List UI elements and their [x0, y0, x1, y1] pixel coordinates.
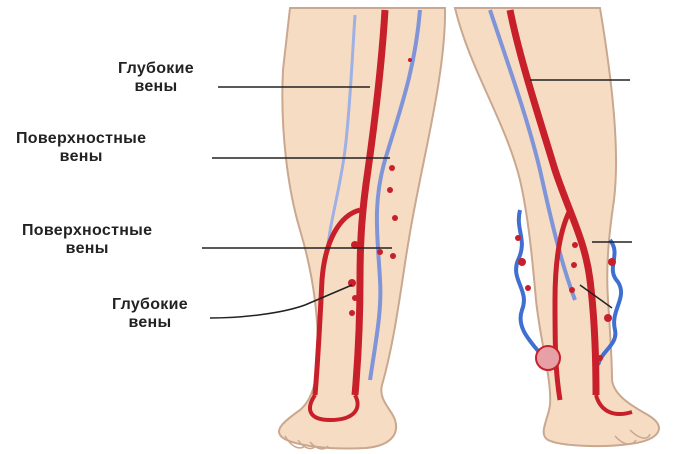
label-line: Глубокие — [112, 296, 188, 314]
right-varicose-knot — [536, 346, 560, 370]
label-superficial-veins-mid: Поверхностные вены — [22, 222, 152, 258]
right-leg — [455, 8, 659, 446]
label-deep-veins-bottom: Глубокие вены — [112, 296, 188, 332]
label-line: Поверхностные — [16, 130, 146, 148]
label-line: вены — [112, 314, 188, 332]
label-line: вены — [16, 148, 146, 166]
left-leg — [279, 8, 445, 449]
label-line: вены — [118, 78, 194, 96]
label-superficial-veins-top: Поверхностные вены — [16, 130, 146, 166]
label-line: Глубокие — [118, 60, 194, 78]
label-deep-veins-top: Глубокие вены — [118, 60, 194, 96]
label-line: Поверхностные — [22, 222, 152, 240]
label-line: вены — [22, 240, 152, 258]
